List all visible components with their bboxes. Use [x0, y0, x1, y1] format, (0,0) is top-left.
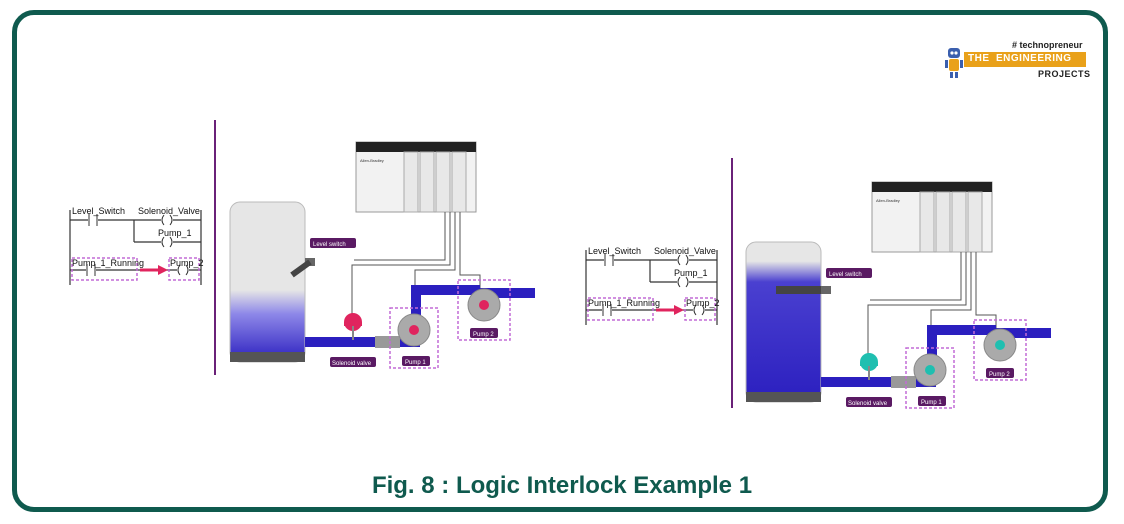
label-pump-1: Pump_1 [158, 228, 192, 238]
plant-pump-2: Pump 2 [989, 372, 1010, 378]
contact-level-switch [88, 214, 98, 226]
divider-right [731, 158, 733, 408]
ladder-diagram: Level_Switch Solenoid_Valve Pump_1 Pump_… [69, 206, 204, 285]
plant-pump-1: Pump 1 [405, 360, 426, 366]
coil-pump-1 [677, 276, 689, 288]
plant-diagram: Allen-Bradley Level switch Solenoid valv… [745, 181, 1051, 409]
brand-logo: # technopreneur THE ENGINEERING PROJECTS [944, 40, 1094, 82]
ladder-diagram: Level_Switch Solenoid_Valve Pump_1 Pump_… [585, 246, 720, 325]
label-pump-2: Pump_2 [686, 298, 720, 308]
label-level-switch: Level_Switch [72, 206, 125, 216]
figure-frame [12, 10, 1108, 512]
label-solenoid-valve: Solenoid_Valve [138, 206, 200, 216]
plc-brand: Allen-Bradley [876, 198, 900, 203]
coil-solenoid-valve [677, 254, 689, 266]
plant-level-switch: Level switch [313, 242, 346, 248]
label-pump-1-running: Pump_1_Running [72, 258, 144, 268]
label-pump-1-running: Pump_1_Running [588, 298, 660, 308]
plant-level-switch: Level switch [829, 272, 862, 278]
interlock-panel-2: Level_Switch Solenoid_Valve Pump_1 Pump_… [585, 181, 1051, 409]
coil-solenoid-valve [161, 214, 173, 226]
contact-pump-1-running [602, 304, 612, 316]
plant-diagram: Allen-Bradley Level switch Solenoid valv… [229, 141, 535, 369]
plant-pump-1: Pump 1 [921, 400, 942, 406]
robot-icon [945, 48, 963, 78]
logo-band: THE ENGINEERING [964, 52, 1086, 67]
figure-caption: Fig. 8 : Logic Interlock Example 1 [371, 472, 753, 499]
coil-pump-2 [693, 304, 705, 316]
coil-pump-2 [177, 264, 189, 276]
label-pump-2: Pump_2 [170, 258, 204, 268]
plc-rack: Allen-Bradley [355, 141, 477, 213]
label-pump-1: Pump_1 [674, 268, 708, 278]
plc-brand: Allen-Bradley [360, 158, 384, 163]
logo-the: THE [968, 53, 990, 64]
contact-pump-1-running [86, 264, 96, 276]
plant-solenoid-valve: Solenoid valve [848, 401, 888, 407]
divider-left [214, 120, 216, 375]
plc-rack: Allen-Bradley [871, 181, 993, 253]
label-solenoid-valve: Solenoid_Valve [654, 246, 716, 256]
tank [745, 241, 822, 403]
logo-engineering: ENGINEERING [996, 53, 1072, 64]
plant-pump-2: Pump 2 [473, 332, 494, 338]
coil-pump-1 [161, 236, 173, 248]
logo-hashtag: # technopreneur [1012, 40, 1083, 50]
logo-projects: PROJECTS [1038, 69, 1091, 79]
interlock-panel-1: Level_Switch Solenoid_Valve Pump_1 Pump_… [69, 141, 535, 369]
contact-level-switch [604, 254, 614, 266]
plant-solenoid-valve: Solenoid valve [332, 361, 372, 367]
label-level-switch: Level_Switch [588, 246, 641, 256]
tank [229, 201, 306, 363]
